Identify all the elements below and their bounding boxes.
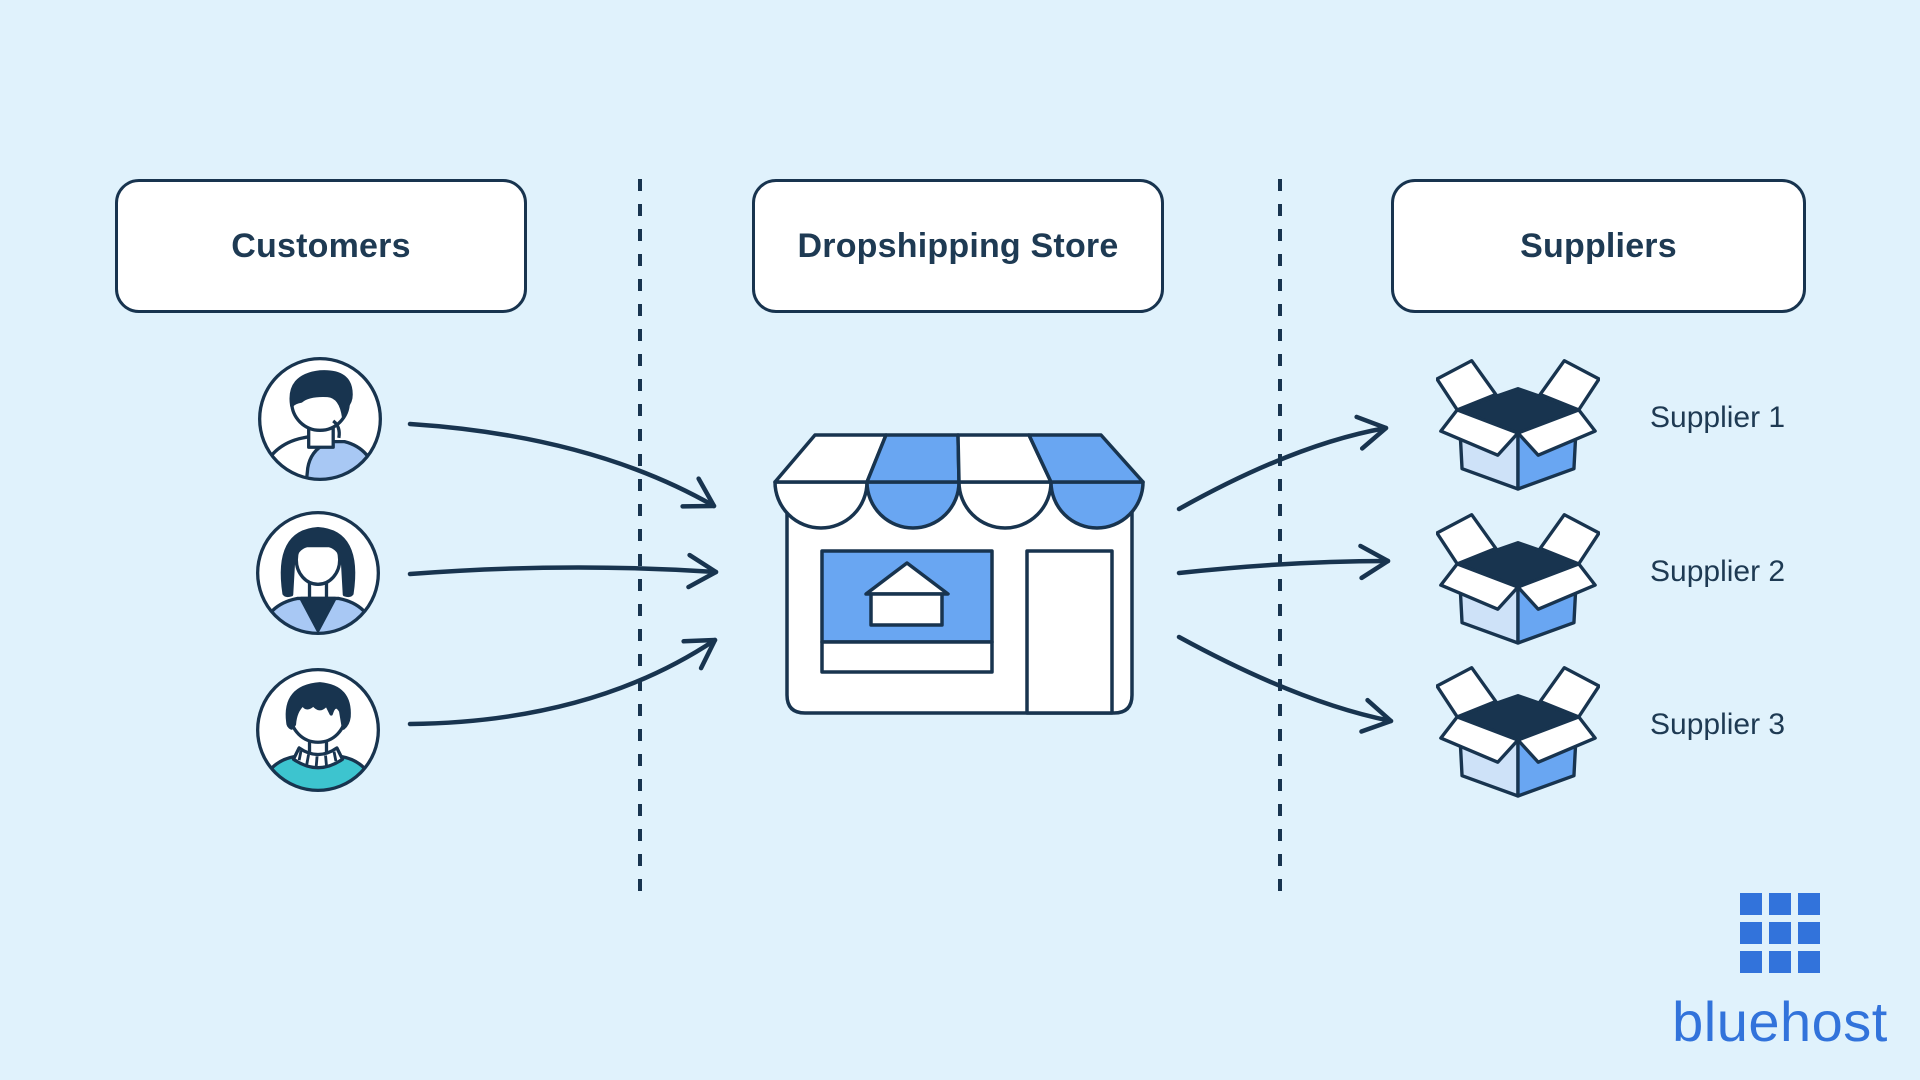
person-avatar-icon: [256, 668, 380, 792]
arrow-store-to-supplier2: [1176, 558, 1391, 576]
column-header-customers: Customers: [115, 179, 527, 313]
storefront-icon: [770, 430, 1148, 718]
supplier-box-icon-3: [1435, 659, 1601, 798]
supplier-label-2: Supplier 2: [1650, 555, 1786, 588]
arrowhead-customer2: [686, 552, 719, 590]
bluehost-logo: bluehost: [1660, 893, 1900, 1054]
arrowhead-supplier2: [1358, 543, 1391, 581]
supplier-label-3: Supplier 3: [1650, 708, 1786, 741]
store-sill: [820, 640, 994, 674]
arrow-customer2-to-store: [407, 565, 719, 577]
suppliers-label: Suppliers: [1520, 226, 1677, 265]
arrowhead-customer3: [681, 637, 718, 671]
customer-avatar-2: [252, 507, 384, 639]
arrowhead-customer1: [680, 476, 717, 509]
column-header-suppliers: Suppliers: [1391, 179, 1806, 313]
customer-avatar-3: [252, 664, 384, 796]
customer-avatar-1: [254, 353, 386, 485]
arrowhead-supplier1: [1354, 414, 1389, 451]
woman-avatar-icon: [256, 511, 380, 635]
arrow-customer3-to-store: [407, 637, 718, 727]
arrow-store-to-supplier1: [1176, 425, 1389, 512]
man-avatar-icon: [258, 357, 382, 481]
open-box-icon: [1435, 358, 1601, 491]
bluehost-wordmark: bluehost: [1672, 990, 1888, 1053]
arrowhead-supplier3: [1359, 697, 1394, 734]
dropshipping-store-label: Dropshipping Store: [797, 226, 1119, 265]
separator-lines: [638, 179, 1282, 901]
open-box-icon: [1435, 665, 1601, 798]
store-awning: [773, 433, 1145, 530]
open-box-icon: [1435, 512, 1601, 645]
supplier-box-icon-2: [1435, 506, 1601, 645]
arrow-customer1-to-store: [407, 421, 717, 509]
arrow-store-to-supplier3: [1176, 634, 1394, 724]
supplier-label-1: Supplier 1: [1650, 401, 1786, 434]
store-sign: [869, 592, 944, 627]
store-door: [1025, 549, 1114, 715]
customers-label: Customers: [231, 226, 411, 265]
supplier-box-icon-1: [1435, 352, 1601, 491]
bluehost-grid-icon: [1740, 893, 1820, 973]
column-header-store: Dropshipping Store: [752, 179, 1164, 313]
